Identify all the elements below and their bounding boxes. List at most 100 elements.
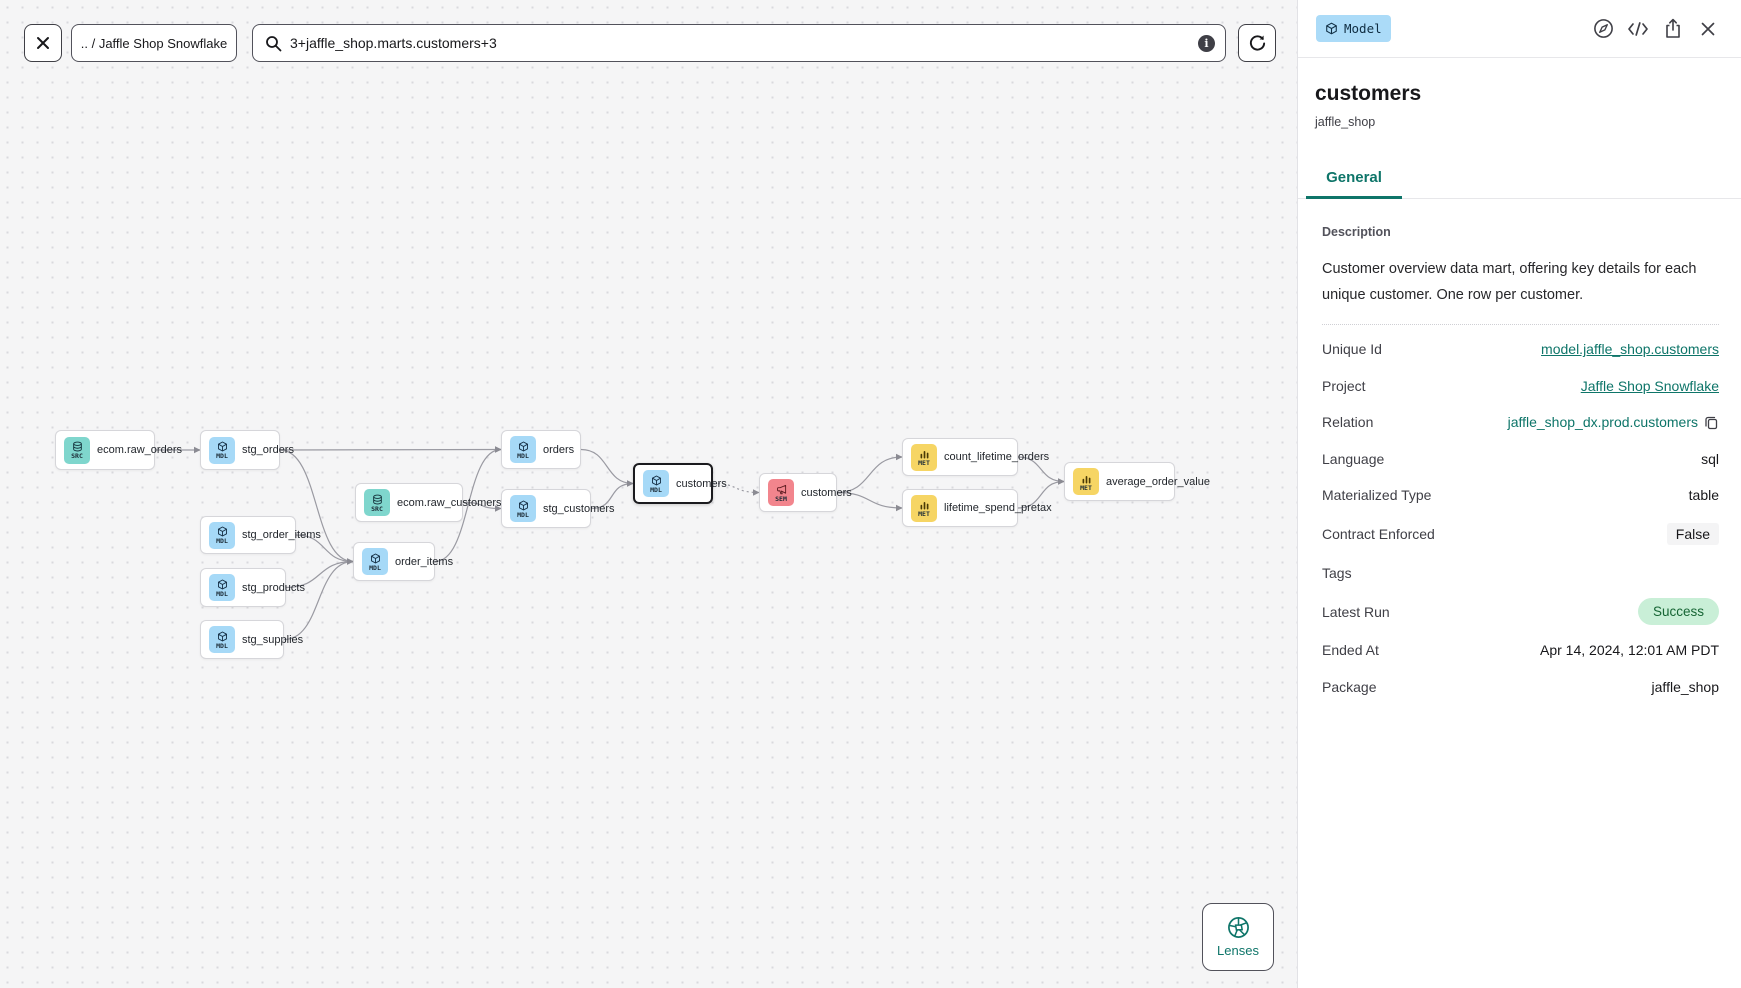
megaphone-icon — [776, 484, 786, 494]
field-label-contract-enforced: Contract Enforced — [1322, 526, 1435, 542]
edge-stg_supplies-to-order_items — [283, 558, 354, 641]
node-label: stg_order_items — [242, 529, 321, 541]
lineage-edges — [154, 446, 1065, 641]
field-label-ended-at: Ended At — [1322, 642, 1379, 659]
database-icon — [72, 441, 82, 452]
share-icon — [1666, 18, 1680, 38]
materialized-type-value: table — [1688, 487, 1719, 504]
package-subtitle: jaffle_shop — [1315, 115, 1376, 129]
description-text: Customer overview data mart, offering ke… — [1322, 261, 1697, 303]
node-type-badge-sem: SEM — [768, 479, 794, 506]
field-label-project: Project — [1322, 377, 1366, 394]
relation-value[interactable]: jaffle_shop_dx.prod.customers — [1507, 414, 1698, 431]
field-label-package: Package — [1322, 678, 1377, 695]
divider — [1322, 324, 1719, 325]
node-label: stg_customers — [543, 502, 615, 515]
node-type-badge-src: SRC — [364, 489, 390, 516]
edge-order_items-to-orders — [434, 446, 502, 563]
close-panel-button[interactable] — [1697, 18, 1719, 40]
field-value-unique-id[interactable]: model.jaffle_shop.customers — [1541, 341, 1719, 357]
panel-header: Model — [1298, 0, 1741, 58]
refresh-button[interactable] — [1238, 24, 1276, 62]
node-type-badge-src: SRC — [64, 436, 90, 464]
field-value-contract-enforced: False — [1666, 523, 1719, 545]
field-row-project: Project Jaffle Shop Snowflake — [1322, 368, 1719, 405]
node-label: customers — [676, 477, 727, 490]
tab-general[interactable]: General — [1306, 159, 1402, 199]
view-code-button[interactable] — [1627, 18, 1649, 40]
search-icon — [266, 35, 282, 51]
unique-id-value[interactable]: model.jaffle_shop.customers — [1541, 341, 1719, 358]
node-label: count_lifetime_orders — [944, 451, 1050, 463]
description-label: Description — [1322, 225, 1391, 239]
field-value-package: jaffle_shop — [1652, 679, 1719, 695]
latest-run-value: Success — [1637, 598, 1719, 625]
node-label: customers — [801, 486, 852, 499]
details-panel: Model — [1297, 0, 1741, 988]
copy-icon[interactable] — [1704, 415, 1719, 430]
field-row-relation: Relation jaffle_shop_dx.prod.customers — [1322, 404, 1719, 441]
node-type-badge-met: MET — [1073, 468, 1099, 495]
breadcrumb[interactable]: .. / Jaffle Shop Snowflake — [71, 24, 237, 62]
lineage-search[interactable]: i — [252, 24, 1226, 62]
bar-chart-icon — [1082, 475, 1090, 483]
lenses-button[interactable]: Lenses — [1202, 903, 1274, 971]
field-row-package: Package jaffle_shop — [1322, 669, 1719, 706]
edge-customers-to-customers_sem — [712, 482, 760, 496]
cube-icon — [518, 440, 528, 452]
node-label: orders — [543, 443, 575, 456]
resource-type-label: Model — [1344, 21, 1382, 36]
field-value-ended-at: Apr 14, 2024, 12:01 AM PDT — [1540, 642, 1719, 658]
node-type-badge-met: MET — [911, 494, 937, 522]
field-label-relation: Relation — [1322, 414, 1374, 431]
edge-stg_customers-to-customers — [590, 480, 634, 510]
graph-node-orders[interactable]: MDL orders — [501, 430, 581, 469]
cube-icon — [217, 630, 227, 642]
field-label-latest-run: Latest Run — [1322, 603, 1390, 620]
close-lineage-button[interactable] — [24, 24, 62, 62]
graph-node-ecom.raw_orders[interactable]: SRC ecom.raw_orders — [55, 430, 182, 470]
cube-icon — [651, 474, 661, 486]
contract-enforced-value: False — [1666, 523, 1719, 545]
search-input[interactable] — [290, 35, 1190, 51]
breadcrumb-label: .. / Jaffle Shop Snowflake — [80, 35, 228, 51]
field-label-unique-id: Unique Id — [1322, 341, 1382, 358]
node-type-badge-mdl: MDL — [209, 436, 235, 464]
language-value: sql — [1701, 450, 1719, 467]
field-value-latest-run: Success — [1637, 598, 1719, 625]
field-value-relation[interactable]: jaffle_shop_dx.prod.customers — [1508, 414, 1719, 430]
compass-icon — [1593, 19, 1613, 38]
edge-stg_products-to-order_items — [285, 558, 354, 589]
share-button[interactable] — [1662, 18, 1684, 40]
graph-node-customers_sem[interactable]: SEM customers — [759, 473, 852, 512]
node-label: ecom.raw_orders — [97, 444, 182, 456]
node-type-badge-mdl: MDL — [510, 436, 536, 463]
field-value-project[interactable]: Jaffle Shop Snowflake — [1581, 378, 1719, 394]
edge-stg_order_items-to-order_items — [295, 534, 354, 565]
explore-compass-button[interactable] — [1592, 18, 1614, 40]
project-value[interactable]: Jaffle Shop Snowflake — [1580, 377, 1719, 394]
edge-count_lifetime_orders-to-average_order_value — [1017, 456, 1065, 485]
field-label-tags: Tags — [1322, 564, 1352, 581]
field-value-language: sql — [1701, 451, 1719, 467]
bar-chart-icon — [920, 451, 928, 459]
cube-icon — [370, 552, 380, 564]
cube-icon — [217, 578, 227, 590]
field-row-ended-at: Ended At Apr 14, 2024, 12:01 AM PDT — [1322, 632, 1719, 669]
search-info-icon[interactable]: i — [1198, 34, 1215, 52]
